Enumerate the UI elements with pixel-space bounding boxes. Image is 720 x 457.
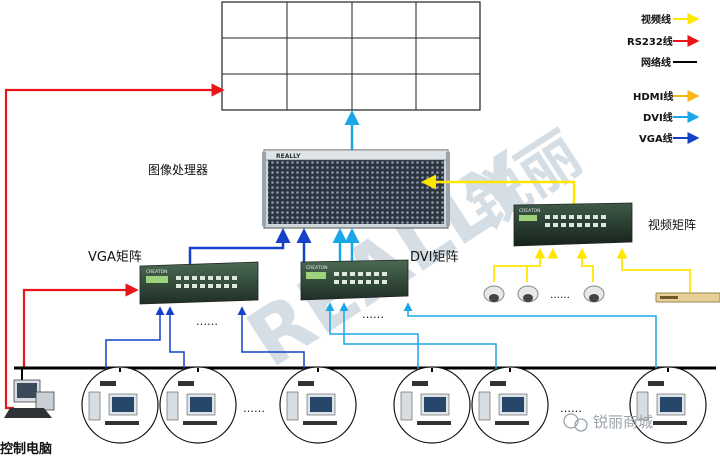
signature-text: 锐丽商城: [593, 413, 653, 431]
source-pc-6: [629, 366, 707, 444]
source-pc-3: [279, 366, 357, 444]
vga-matrix-label: VGA矩阵: [88, 250, 142, 265]
source-pc-5: [471, 366, 549, 444]
matrix-to-processor-lines: [188, 174, 576, 266]
vga-dots: ……: [196, 315, 218, 328]
legend-label-network: 网络线: [641, 56, 671, 69]
camera-dots: ……: [550, 290, 570, 301]
legend-label-video: 视频线: [641, 13, 671, 26]
vga-matrix: CREATON: [139, 261, 259, 305]
vga-source-lines: [105, 306, 305, 382]
pc-dots-left: ……: [243, 402, 265, 415]
camera-3: [583, 285, 605, 303]
legend-item-rs232: RS232线: [627, 35, 700, 48]
legend-item-vga: VGA线: [639, 132, 700, 145]
legend-label-vga: VGA线: [639, 132, 673, 145]
source-pc-4: [393, 366, 471, 444]
legend-label-rs232: RS232线: [627, 35, 673, 48]
dvi-matrix-brand: CREATON: [306, 265, 328, 271]
video-source-lines: [493, 247, 691, 292]
video-matrix-brand: CREATON: [519, 208, 541, 214]
video-wall: [221, 1, 481, 111]
legend-label-hdmi: HDMI线: [633, 90, 673, 103]
legend-item-dvi: DVI线: [643, 111, 700, 124]
pc-dots-right: ……: [560, 402, 582, 415]
camera-2: [517, 285, 539, 303]
video-matrix-label: 视频矩阵: [648, 217, 696, 232]
legend-label-dvi: DVI线: [643, 111, 673, 124]
dvd-player: [655, 292, 720, 303]
vga-matrix-brand: CREATON: [146, 269, 168, 275]
dvi-matrix-label: DVI矩阵: [410, 250, 459, 265]
source-pc-2: [159, 366, 237, 444]
control-pc: [4, 368, 55, 418]
image-processor: REALLY: [262, 149, 450, 229]
source-pc-1: [81, 366, 159, 444]
dvi-matrix: CREATON: [300, 259, 409, 301]
dvi-dots: ……: [362, 308, 384, 321]
legend-item-network: 网络线: [641, 56, 697, 69]
control-pc-label: 控制电脑: [0, 441, 52, 457]
dvi-source-lines: [325, 302, 657, 382]
legend: 视频线 RS232线 网络线 HDMI线 DVI线 VGA线: [627, 13, 700, 145]
processor-badge: REALLY: [276, 153, 301, 160]
video-matrix: CREATON: [513, 202, 633, 247]
legend-item-hdmi: HDMI线: [633, 90, 700, 103]
legend-item-video: 视频线: [641, 13, 700, 26]
processor-label: 图像处理器: [148, 163, 208, 177]
signature: 锐丽商城: [563, 413, 653, 432]
camera-1: [483, 285, 505, 303]
